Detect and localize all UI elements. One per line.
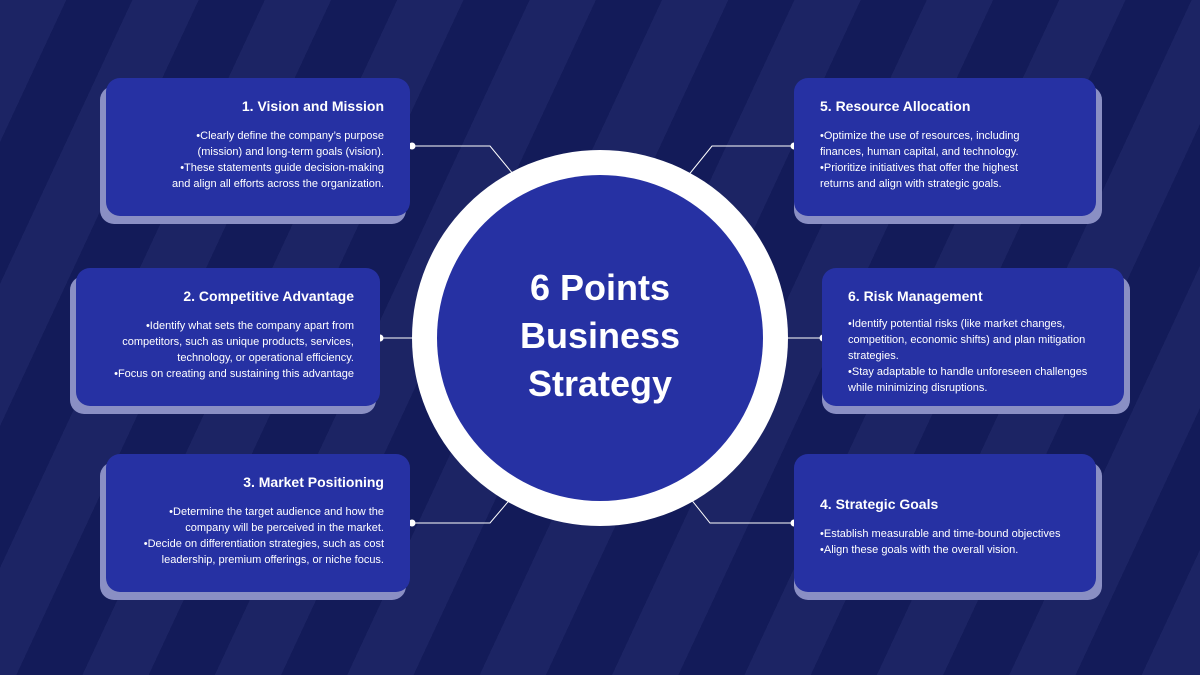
connector-dot	[408, 142, 416, 150]
card-line: •Optimize the use of resources, includin…	[820, 130, 1020, 142]
card-strategic-goals: 4. Strategic Goals •Establish measurable…	[794, 454, 1096, 592]
card-line: while minimizing disruptions.	[848, 382, 988, 394]
card-line: •Identify what sets the company apart fr…	[145, 320, 354, 332]
card-line: •Determine the target audience and how t…	[169, 506, 384, 518]
card-title: 1. Vision and Mission	[241, 98, 384, 114]
card-line: competitors, such as unique products, se…	[122, 336, 354, 348]
card-title: 5. Resource Allocation	[820, 98, 971, 114]
card-body: •Optimize the use of resources, includin…	[820, 128, 1070, 192]
card-line: (mission) and long-term goals (vision).	[197, 146, 384, 158]
card-line: company will be perceived in the market.	[185, 522, 384, 534]
card-line: leadership, premium offerings, or niche …	[161, 554, 384, 566]
card-line: •Identify potential risks (like market c…	[848, 318, 1066, 330]
card-body: •Identify potential risks (like market c…	[848, 316, 1106, 396]
center-title-line-3: Strategy	[527, 363, 673, 404]
card-title: 6. Risk Management	[848, 288, 983, 304]
card-line: competition, economic shifts) and plan m…	[848, 334, 1086, 346]
card-line: •These statements guide decision-making	[180, 162, 384, 174]
card-body: •Identify what sets the company apart fr…	[102, 318, 354, 382]
card-line: •Decide on differentiation strategies, s…	[143, 538, 384, 550]
card-risk-management: 6. Risk Management •Identify potential r…	[822, 268, 1124, 406]
card-body: •Determine the target audience and how t…	[132, 504, 384, 568]
card-line: and align all efforts across the organiz…	[172, 178, 384, 190]
card-line: •Stay adaptable to handle unforeseen cha…	[848, 366, 1088, 378]
connector-dot	[408, 519, 416, 527]
center-circle	[437, 175, 763, 501]
card-line: •Focus on creating and sustaining this a…	[114, 368, 354, 380]
card-title: 3. Market Positioning	[243, 474, 384, 490]
card-competitive-advantage: 2. Competitive Advantage •Identify what …	[76, 268, 380, 406]
center-title-line-1: 6 Points	[529, 267, 671, 308]
center-title: 6 Points Business Strategy	[437, 264, 763, 408]
card-line: finances, human capital, and technology.	[820, 146, 1019, 158]
card-line: returns and align with strategic goals.	[820, 178, 1002, 190]
card-vision-mission: 1. Vision and Mission •Clearly define th…	[106, 78, 410, 216]
card-line: •Prioritize initiatives that offer the h…	[820, 162, 1019, 174]
card-resource-allocation: 5. Resource Allocation •Optimize the use…	[794, 78, 1096, 216]
card-line: •Establish measurable and time-bound obj…	[820, 528, 1061, 540]
card-title: 4. Strategic Goals	[820, 496, 939, 512]
card-line: •Align these goals with the overall visi…	[820, 544, 1019, 556]
card-market-positioning: 3. Market Positioning •Determine the tar…	[106, 454, 410, 592]
card-title: 2. Competitive Advantage	[183, 288, 354, 304]
card-body: •Establish measurable and time-bound obj…	[820, 526, 1070, 558]
card-body: •Clearly define the company’s purpose (m…	[132, 128, 384, 192]
center-title-line-2: Business	[519, 315, 681, 356]
card-line: •Clearly define the company’s purpose	[196, 130, 384, 142]
card-line: technology, or operational efficiency.	[177, 352, 354, 364]
card-line: strategies.	[848, 350, 899, 362]
